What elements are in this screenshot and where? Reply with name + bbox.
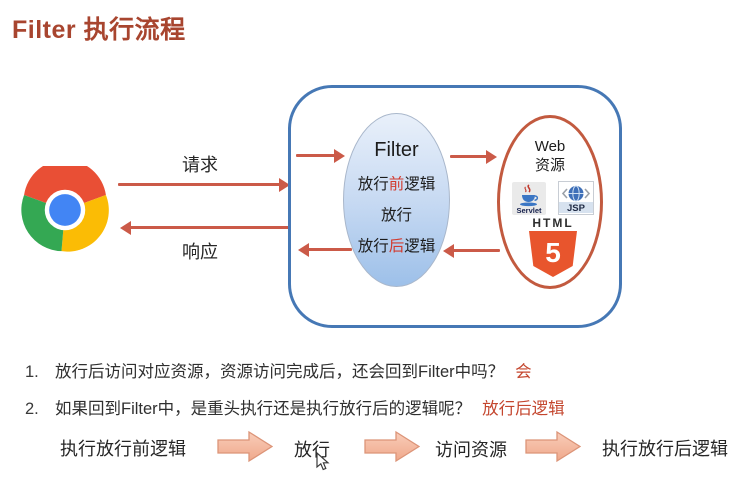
- servlet-icon: Servlet: [512, 182, 546, 215]
- jsp-label: JSP: [567, 203, 586, 214]
- qa-answer: 会: [515, 363, 532, 381]
- qa-item-1: 1. 放行后访问对应资源，资源访问完成后，还会回到Filter中吗？ 会: [25, 358, 532, 382]
- page-title: Filter 执行流程: [12, 16, 186, 44]
- filter-line-pre-logic: 放行前逻辑: [357, 176, 436, 193]
- request-label: 请求: [182, 155, 218, 175]
- flow-arrow-icon: [217, 430, 273, 463]
- web-resource-node: Web 资源 Servlet JSP HTML 5: [497, 115, 603, 289]
- html5-label: HTML: [532, 216, 574, 230]
- arrow-web-to-filter: [443, 243, 500, 258]
- filter-line-post-logic: 放行后逻辑: [357, 238, 436, 255]
- web-resource-title: Web 资源: [534, 138, 566, 174]
- request-arrow: [118, 177, 290, 192]
- flow-arrow-icon: [525, 430, 581, 463]
- jsp-icon: JSP: [558, 181, 594, 215]
- html5-shield: 5: [529, 231, 577, 277]
- qa-number: 1.: [25, 363, 39, 381]
- response-arrow: [120, 220, 292, 235]
- filter-title: Filter: [374, 139, 419, 161]
- flow-step-label-4: 执行放行后逻辑: [602, 439, 728, 459]
- flow-arrow-icon: [364, 430, 420, 463]
- arrow-box-to-filter: [296, 148, 345, 163]
- flow-step-label-1: 执行放行前逻辑: [60, 439, 186, 459]
- servlet-label: Servlet: [516, 206, 542, 215]
- qa-number: 2.: [25, 400, 39, 418]
- arrow-filter-to-box: [298, 242, 352, 257]
- flow-step-label-3: 访问资源: [435, 440, 507, 460]
- chrome-browser-icon: [21, 166, 109, 252]
- qa-answer: 放行后逻辑: [482, 400, 565, 418]
- response-label: 响应: [182, 242, 218, 262]
- qa-question: 放行后访问对应资源，资源访问完成后，还会回到Filter中吗？: [55, 363, 505, 381]
- arrow-filter-to-web: [450, 149, 497, 164]
- qa-question: 如果回到Filter中，是重头执行还是执行放行后的逻辑呢？: [55, 400, 472, 418]
- filter-node: Filter 放行前逻辑 放行 放行后逻辑: [343, 113, 450, 287]
- qa-item-2: 2. 如果回到Filter中，是重头执行还是执行放行后的逻辑呢？ 放行后逻辑: [25, 395, 565, 419]
- filter-line-pass: 放行: [380, 207, 412, 224]
- html5-icon: HTML 5: [525, 217, 581, 279]
- mouse-cursor-icon: [316, 452, 330, 471]
- flow-step-label-2: 放行: [294, 440, 330, 460]
